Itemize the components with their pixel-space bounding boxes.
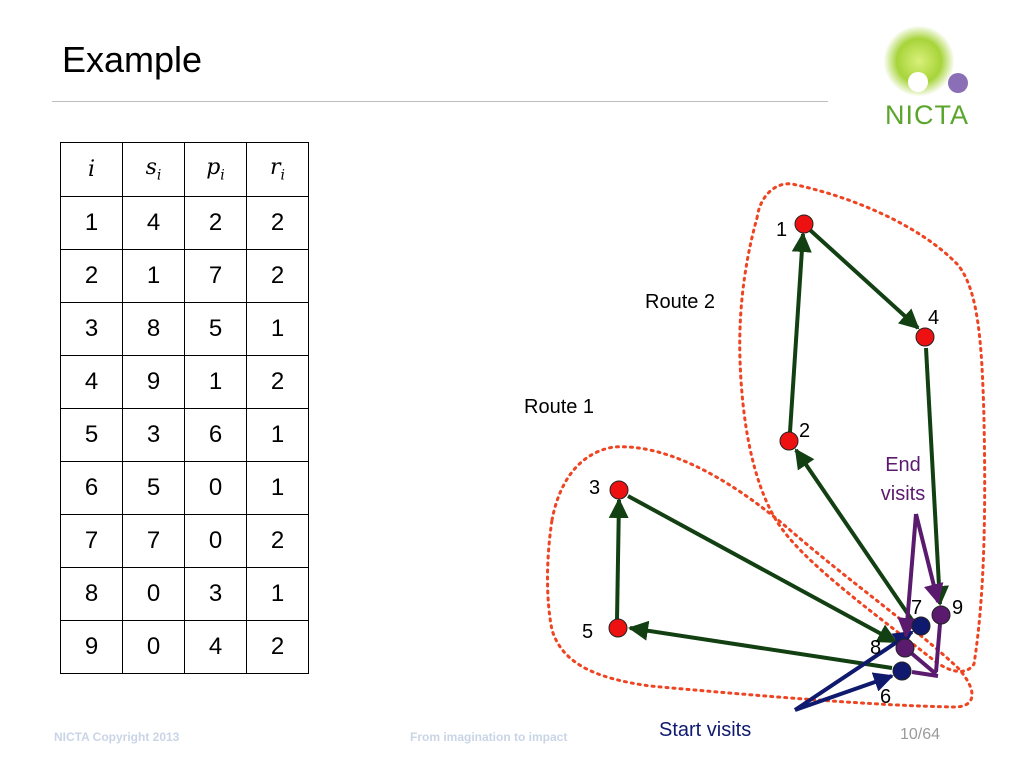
- nicta-logo: NICTA: [878, 22, 978, 132]
- end-link-9-6: [934, 623, 942, 673]
- table-cell: 5: [122, 461, 185, 515]
- arrow-1-to-4: [808, 228, 920, 330]
- page-number: 10/64: [900, 726, 941, 743]
- logo-wordmark: NICTA: [885, 100, 969, 130]
- logo-dot-white: [908, 72, 928, 92]
- end-visits-label-line2: visits: [881, 483, 925, 505]
- table-cell: 2: [246, 355, 309, 409]
- node-7-label: 7: [911, 597, 922, 619]
- end-link-8-6: [908, 650, 938, 676]
- end-arrow-to-8: [897, 513, 918, 638]
- node-4-label: 4: [928, 307, 939, 329]
- node-2: [779, 431, 799, 451]
- end-arrow-to-9: [914, 513, 944, 604]
- node-9-label: 9: [952, 597, 963, 619]
- route-1-label: Route 1: [524, 396, 594, 418]
- arrow-4-to-9: [924, 347, 950, 606]
- table-cell: 7: [60, 514, 123, 568]
- table-header-row: i si pi ri: [60, 142, 309, 197]
- arrow-7-to-2: [794, 448, 914, 622]
- table-cell: 5: [60, 408, 123, 462]
- table-cell: 2: [246, 249, 309, 303]
- end-link-6-9: [911, 670, 939, 678]
- table-cell: 4: [122, 196, 185, 250]
- route-2-label: Route 2: [645, 291, 715, 313]
- route-1-outline: [546, 445, 974, 709]
- table-cell: 8: [122, 302, 185, 356]
- end-visits-label-line1: End: [885, 454, 921, 476]
- table-cell: 1: [246, 461, 309, 515]
- node-2-label: 2: [799, 420, 810, 442]
- node-6-label: 6: [880, 686, 891, 708]
- node-1-label: 1: [776, 219, 787, 241]
- arrow-6-to-5: [628, 620, 893, 670]
- start-arrow-to-7: [793, 630, 914, 712]
- table-cell: 0: [122, 620, 185, 674]
- table-cell: 0: [184, 461, 247, 515]
- node-8: [895, 638, 915, 658]
- table-cell: 0: [122, 567, 185, 621]
- start-arrow-to-6: [794, 672, 894, 712]
- col-header-r: ri: [246, 142, 309, 197]
- node-7: [911, 616, 931, 636]
- table-cell: 3: [122, 408, 185, 462]
- start-visits-label: Start visits: [659, 719, 751, 741]
- title-divider: [52, 101, 828, 102]
- node-3: [609, 480, 629, 500]
- table-cell: 2: [246, 196, 309, 250]
- table-cell: 4: [184, 620, 247, 674]
- table-cell: 1: [184, 355, 247, 409]
- node-4: [915, 327, 935, 347]
- footer-tagline: From imagination to impact: [410, 730, 568, 744]
- node-5: [608, 618, 628, 638]
- table-cell: 9: [122, 355, 185, 409]
- slide-title: Example: [62, 39, 203, 80]
- arrow-2-to-1: [788, 232, 812, 433]
- table-cell: 2: [60, 249, 123, 303]
- table-cell: 2: [184, 196, 247, 250]
- table-cell: 9: [60, 620, 123, 674]
- node-8-label: 8: [870, 637, 881, 659]
- route-2-outline: [738, 182, 987, 673]
- node-9: [931, 605, 951, 625]
- table-cell: 2: [246, 514, 309, 568]
- node-3-label: 3: [589, 477, 600, 499]
- node-5-label: 5: [582, 621, 593, 643]
- logo-dot-purple: [948, 73, 968, 93]
- table-cell: 5: [184, 302, 247, 356]
- node-6: [892, 661, 912, 681]
- arrow-3-to-8: [627, 494, 898, 644]
- table-cell: 4: [60, 355, 123, 409]
- arrow-5-to-3: [608, 498, 629, 621]
- node-1: [794, 214, 814, 234]
- table-cell: 1: [60, 196, 123, 250]
- table-cell: 3: [60, 302, 123, 356]
- footer-copyright: NICTA Copyright 2013: [54, 730, 180, 744]
- table-cell: 2: [246, 620, 309, 674]
